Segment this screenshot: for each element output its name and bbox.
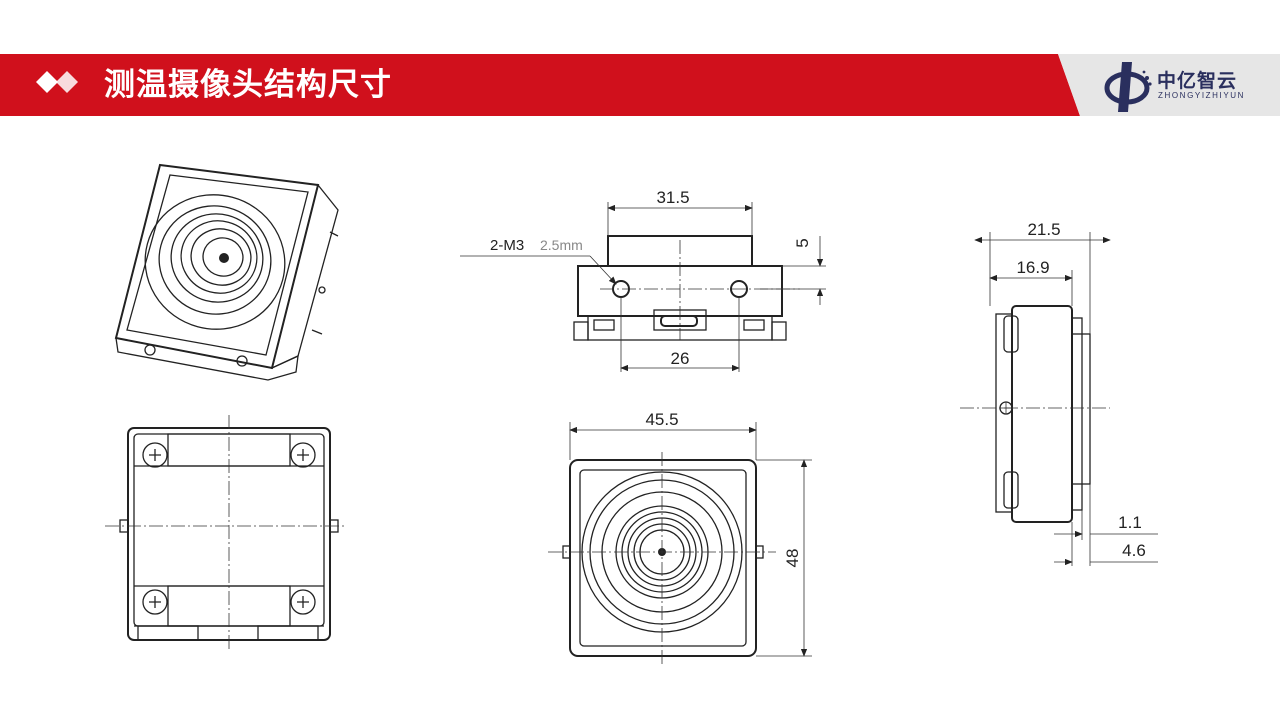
logo-name-en: ZHONGYIZHIYUN bbox=[1158, 91, 1246, 100]
dim-front-bottom-width: 26 bbox=[671, 349, 690, 368]
page-title: 测温摄像头结构尺寸 bbox=[104, 67, 392, 103]
dim-side-small-offset: 1.1 bbox=[1118, 513, 1142, 532]
dim-top-height: 48 bbox=[783, 549, 802, 568]
logo-name-cn: 中亿智云 bbox=[1157, 70, 1238, 92]
dim-side-body-width: 16.9 bbox=[1016, 258, 1049, 277]
isometric-view bbox=[114, 163, 339, 381]
back-view bbox=[105, 415, 345, 650]
hole-depth: 2.5mm bbox=[540, 237, 583, 253]
dim-front-offset: 5 bbox=[793, 238, 812, 247]
header-bar bbox=[0, 54, 1280, 116]
side-view: 21.5 16.9 1.1 4.6 bbox=[960, 220, 1158, 566]
dim-side-lens-offset: 4.6 bbox=[1122, 541, 1146, 560]
logo-mark-icon bbox=[1104, 62, 1152, 112]
dim-top-width: 45.5 bbox=[645, 410, 678, 429]
top-view: 45.5 48 bbox=[548, 410, 812, 664]
dim-side-total-width: 21.5 bbox=[1027, 220, 1060, 239]
company-logo: 中亿智云 ZHONGYIZHIYUN bbox=[1100, 58, 1260, 114]
header-background bbox=[0, 54, 1280, 116]
dim-front-top-width: 31.5 bbox=[656, 188, 689, 207]
front-view: 31.5 26 5 2-M3 2.5mm bbox=[460, 188, 826, 372]
hole-label: 2-M3 bbox=[490, 237, 524, 254]
